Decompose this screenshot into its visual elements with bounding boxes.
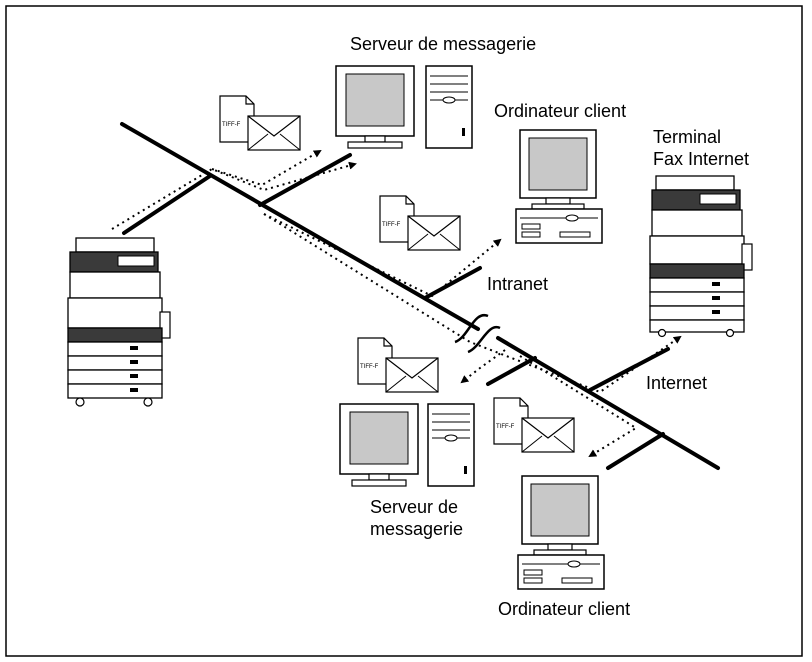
label-intranet: Intranet (487, 274, 549, 294)
tiff-envelope-lower-right: TIFF-F (493, 397, 575, 453)
tiff-label: TIFF-F (382, 222, 401, 228)
network-lines (120, 122, 720, 470)
network-break-symbol (454, 313, 501, 354)
internet-fax-terminal (649, 175, 753, 338)
client-computer-top (515, 129, 603, 244)
mail-server-bottom (339, 403, 475, 487)
branch-fax-terminal (588, 347, 670, 392)
route-backbone-lower (263, 213, 682, 394)
route-to-mail-server-bottom (460, 349, 506, 384)
label-client-top: Ordinateur client (494, 101, 627, 121)
route-to-mail-server-top-upper (211, 149, 322, 187)
tiff-label: TIFF-F (222, 122, 241, 128)
tiff-envelope-top: TIFF-F (219, 95, 301, 151)
tiff-label: TIFF-F (360, 364, 379, 370)
diagram-frame (5, 5, 803, 657)
label-mail-server-bottom-line1: Serveur de (370, 497, 459, 517)
branch-mail-server-top (258, 153, 352, 207)
label-fax-terminal-line1: Terminal (653, 127, 722, 147)
branch-left-device (122, 174, 212, 235)
label-internet: Internet (646, 373, 708, 393)
message-routes (111, 149, 682, 458)
branch-client-top (423, 266, 482, 300)
client-computer-bottom (517, 475, 605, 590)
branch-mail-server-bottom (486, 356, 537, 386)
tiff-envelope-middle: TIFF-F (379, 195, 461, 251)
label-mail-server-bottom-line2: messagerie (370, 519, 464, 539)
label-fax-terminal-line2: Fax Internet (653, 149, 750, 169)
mail-server-top (335, 65, 473, 149)
tiff-envelope-lower-left: TIFF-F (357, 337, 439, 393)
label-client-bottom: Ordinateur client (498, 599, 631, 619)
branch-client-bottom (606, 432, 665, 470)
route-to-mail-server-top (111, 161, 357, 230)
intranet-backbone (120, 122, 480, 331)
multifunction-device-left (67, 237, 171, 407)
tiff-label: TIFF-F (496, 424, 515, 430)
route-to-client-top (263, 213, 502, 298)
label-mail-server-top: Serveur de messagerie (350, 34, 537, 54)
